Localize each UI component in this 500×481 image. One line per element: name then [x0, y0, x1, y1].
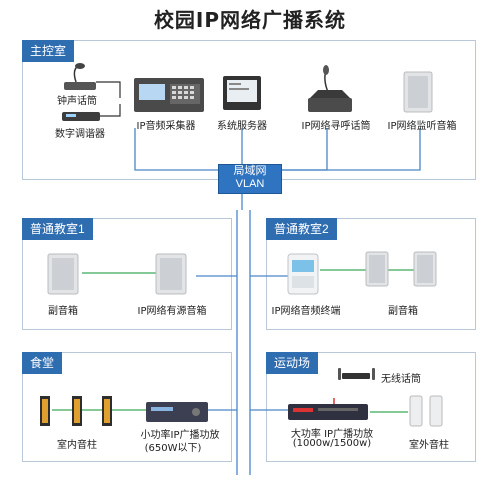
device-label: 钟声话筒	[57, 96, 97, 107]
canteen-tag: 食堂	[22, 352, 63, 374]
device-label: IP网络寻呼话筒	[301, 121, 371, 132]
cable-tuner	[100, 104, 121, 117]
link-monitor-speaker	[262, 128, 421, 171]
monitor-speaker-icon	[403, 71, 433, 113]
speaker-links	[52, 269, 414, 413]
device-label: 小功率IP广播功放	[140, 430, 220, 441]
device-label: IP网络有源音箱	[137, 306, 207, 317]
device-label: 室外音柱	[409, 440, 449, 451]
device-label: (1000w/1500w)	[292, 438, 372, 449]
device-label: 室内音柱	[57, 440, 97, 451]
outdoor-column-speaker-icon	[409, 395, 443, 427]
classroom2-tag: 普通教室2	[266, 218, 337, 240]
page-title: 校园IP网络广播系统	[153, 8, 347, 32]
speaker-icon-classroom1-aux	[47, 253, 79, 295]
device-label: 大功率 IP广播功放	[290, 429, 374, 440]
control-room-tag: 主控室	[22, 40, 75, 62]
lan-label: 局域网	[233, 165, 267, 177]
device-label: (650W以下)	[144, 443, 202, 454]
paging-microphone-icon	[308, 65, 352, 112]
sports-tag: 运动场	[266, 352, 319, 374]
control-room-cables	[96, 81, 121, 117]
vlan-label: VLAN	[235, 178, 265, 190]
tuner-icon	[62, 112, 100, 121]
classroom1-tag: 普通教室1	[22, 218, 93, 240]
link-collector	[134, 128, 238, 171]
network-links	[134, 128, 421, 475]
audio-terminal-icon	[287, 253, 319, 295]
device-label: IP音频采集器	[136, 121, 196, 132]
audio-collector-icon	[134, 78, 204, 112]
device-label: 数字调谐器	[55, 129, 105, 140]
lan-vlan-switch: 局域网 VLAN	[218, 164, 282, 194]
device-label: 副音箱	[48, 306, 78, 317]
device-label: 副音箱	[388, 306, 418, 317]
gooseneck-microphone-icon	[64, 63, 96, 90]
device-label: IP网络监听音箱	[387, 121, 457, 132]
speaker-icon-classroom2-aux	[365, 251, 437, 287]
amplifier-icon-canteen	[146, 402, 208, 422]
device-label: 无线话筒	[381, 374, 421, 385]
device-label: IP网络音频终端	[271, 306, 341, 317]
column-speaker-icon	[40, 396, 112, 426]
server-icon	[223, 76, 261, 110]
wireless-microphone-icon	[338, 368, 375, 380]
active-speaker-icon	[155, 253, 187, 295]
amplifier-icon-sports	[288, 404, 368, 420]
device-label: 系统服务器	[217, 121, 267, 132]
cable-mic	[96, 81, 121, 98]
